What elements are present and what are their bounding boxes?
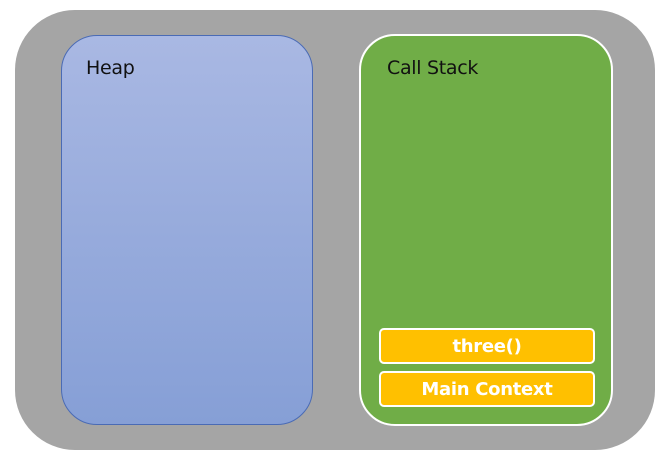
heap-title: Heap	[86, 57, 135, 79]
stack-frame-main-context: Main Context	[379, 371, 595, 407]
stack-frame-three: three()	[379, 328, 595, 364]
heap-panel: Heap	[61, 35, 313, 425]
call-stack-title: Call Stack	[387, 57, 479, 79]
call-stack-panel: Call Stack three() Main Context	[359, 34, 613, 426]
